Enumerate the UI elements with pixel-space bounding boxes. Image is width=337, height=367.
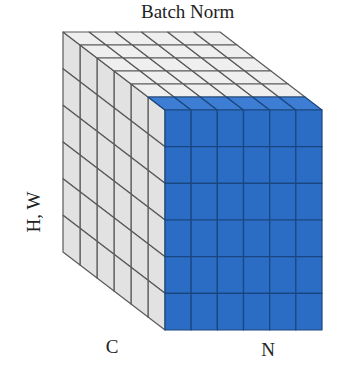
blue-cell xyxy=(217,257,243,294)
blue-cell xyxy=(191,183,217,220)
blue-cell xyxy=(244,257,270,294)
blue-cell xyxy=(165,110,191,147)
axis-label: H, W xyxy=(24,192,45,233)
blue-cell xyxy=(244,147,270,184)
grey-cell xyxy=(97,241,114,291)
blue-cell xyxy=(244,183,270,220)
blue-cell xyxy=(217,220,243,257)
blue-cell xyxy=(244,220,270,257)
grey-cell xyxy=(63,215,80,265)
blue-cell xyxy=(165,293,191,330)
blue-cell xyxy=(296,147,322,184)
blue-cell xyxy=(191,257,217,294)
grey-cell xyxy=(228,58,271,71)
blue-cell xyxy=(191,293,217,330)
blue-cell xyxy=(296,293,322,330)
blue-cell xyxy=(296,110,322,147)
blue-cell xyxy=(165,257,191,294)
grey-cell xyxy=(80,228,97,278)
blue-cell xyxy=(270,257,296,294)
blue-cell xyxy=(191,220,217,257)
blue-cell xyxy=(217,147,243,184)
blue-cell xyxy=(217,293,243,330)
grey-cell xyxy=(211,45,254,58)
blue-cell xyxy=(244,110,270,147)
blue-cell xyxy=(165,183,191,220)
grey-cell xyxy=(148,280,165,330)
axis-label: N xyxy=(261,340,275,361)
blue-cell xyxy=(270,183,296,220)
grey-cell xyxy=(114,254,131,304)
axis-label: C xyxy=(106,337,119,358)
blue-cell xyxy=(270,293,296,330)
blue-cell xyxy=(270,220,296,257)
blue-cell xyxy=(217,110,243,147)
blue-cell xyxy=(296,183,322,220)
title: Batch Norm xyxy=(141,2,234,23)
grey-cell xyxy=(245,71,288,84)
grey-cell xyxy=(131,267,148,317)
grey-cell xyxy=(262,84,305,97)
blue-cell xyxy=(191,147,217,184)
blue-cell xyxy=(191,110,217,147)
blue-cell xyxy=(279,97,322,110)
blue-cell xyxy=(270,147,296,184)
blue-cell xyxy=(217,183,243,220)
blue-cell xyxy=(165,147,191,184)
blue-cell xyxy=(270,110,296,147)
blue-cell xyxy=(296,257,322,294)
blue-cell xyxy=(296,220,322,257)
grey-cell xyxy=(194,32,237,45)
blue-cell xyxy=(244,293,270,330)
blue-cell xyxy=(165,220,191,257)
